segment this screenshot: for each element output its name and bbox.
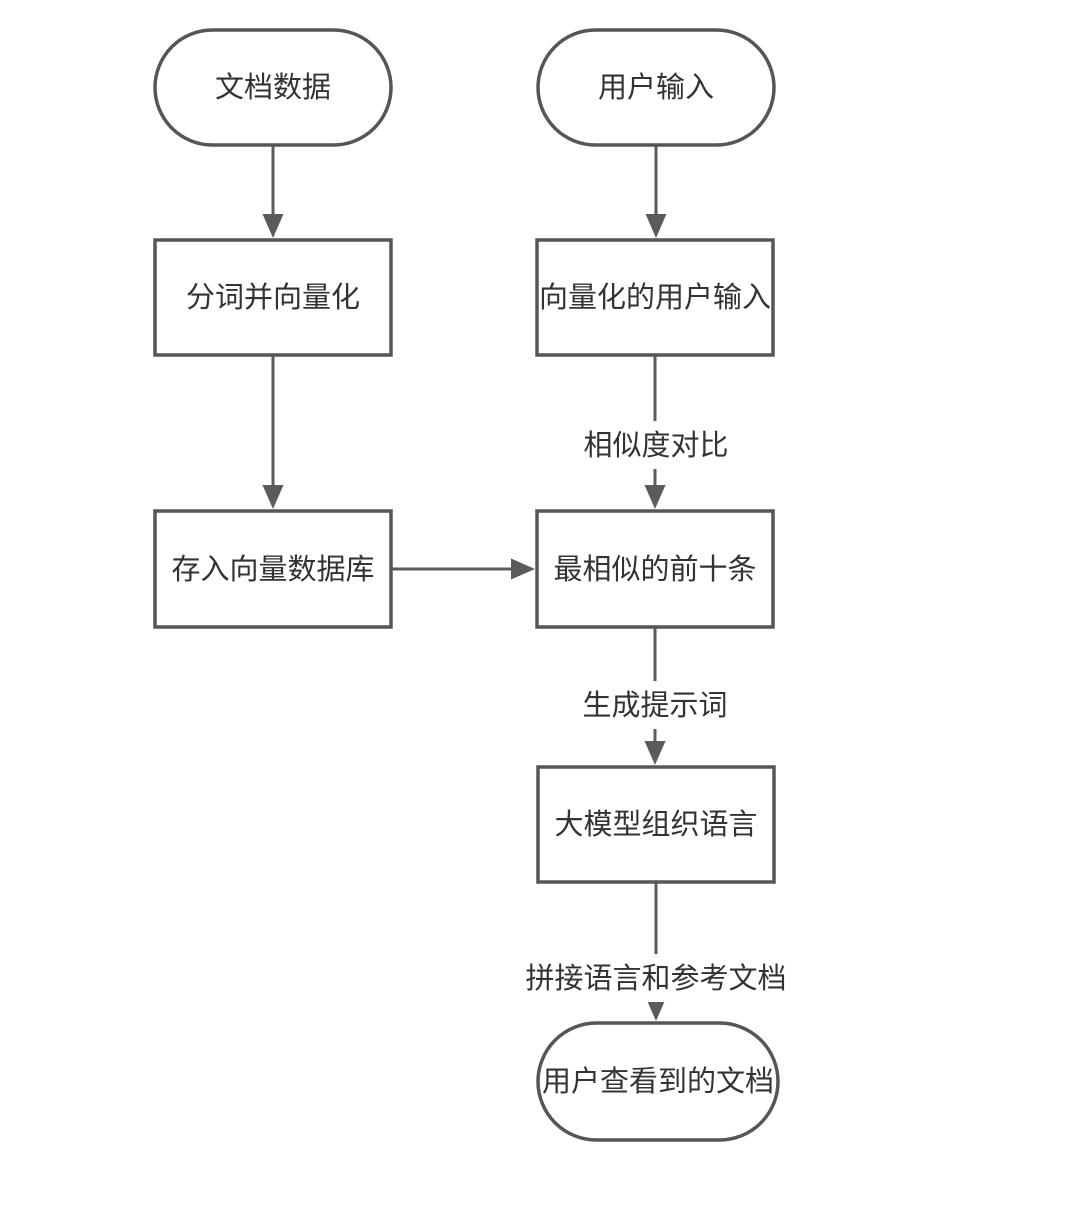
- node-top-ten-similar: 最相似的前十条: [535, 509, 775, 629]
- rect-shape: [153, 509, 393, 629]
- node-tokenize-vectorize: 分词并向量化: [153, 238, 393, 357]
- edge-label-text: 相似度对比: [583, 429, 728, 462]
- stadium-shape: [536, 1021, 780, 1142]
- node-doc-data: 文档数据: [153, 28, 393, 147]
- node-store-vector-db: 存入向量数据库: [153, 509, 393, 629]
- node-user-input: 用户输入: [536, 28, 776, 147]
- node-label: 大模型组织语言: [554, 808, 757, 841]
- rect-shape: [535, 509, 775, 629]
- node-vectorized-user-input: 向量化的用户输入: [535, 238, 775, 357]
- stadium-shape: [536, 28, 776, 147]
- node-label: 用户输入: [598, 71, 714, 104]
- stadium-shape: [153, 28, 393, 147]
- edge-label-bg: [575, 681, 735, 729]
- edge-label-bg: [576, 421, 736, 469]
- node-user-viewed-doc: 用户查看到的文档: [536, 1021, 780, 1142]
- edge-label-text: 拼接语言和参考文档: [525, 962, 786, 995]
- edge-label-concat-reference: 拼接语言和参考文档: [521, 954, 791, 1002]
- node-label: 用户查看到的文档: [542, 1065, 774, 1098]
- rect-shape: [535, 238, 775, 357]
- edge-label-bg: [521, 954, 791, 1002]
- node-label: 分词并向量化: [186, 281, 360, 314]
- node-label: 最相似的前十条: [553, 553, 756, 586]
- edge-label-similarity: 相似度对比: [576, 421, 736, 469]
- edge-label-generate-prompt: 生成提示词: [575, 681, 735, 729]
- rect-shape: [536, 765, 776, 884]
- node-label: 存入向量数据库: [171, 553, 374, 586]
- node-label: 向量化的用户输入: [539, 281, 771, 314]
- node-llm-compose: 大模型组织语言: [536, 765, 776, 884]
- edge-label-text: 生成提示词: [582, 689, 727, 722]
- rect-shape: [153, 238, 393, 357]
- node-label: 文档数据: [215, 71, 331, 104]
